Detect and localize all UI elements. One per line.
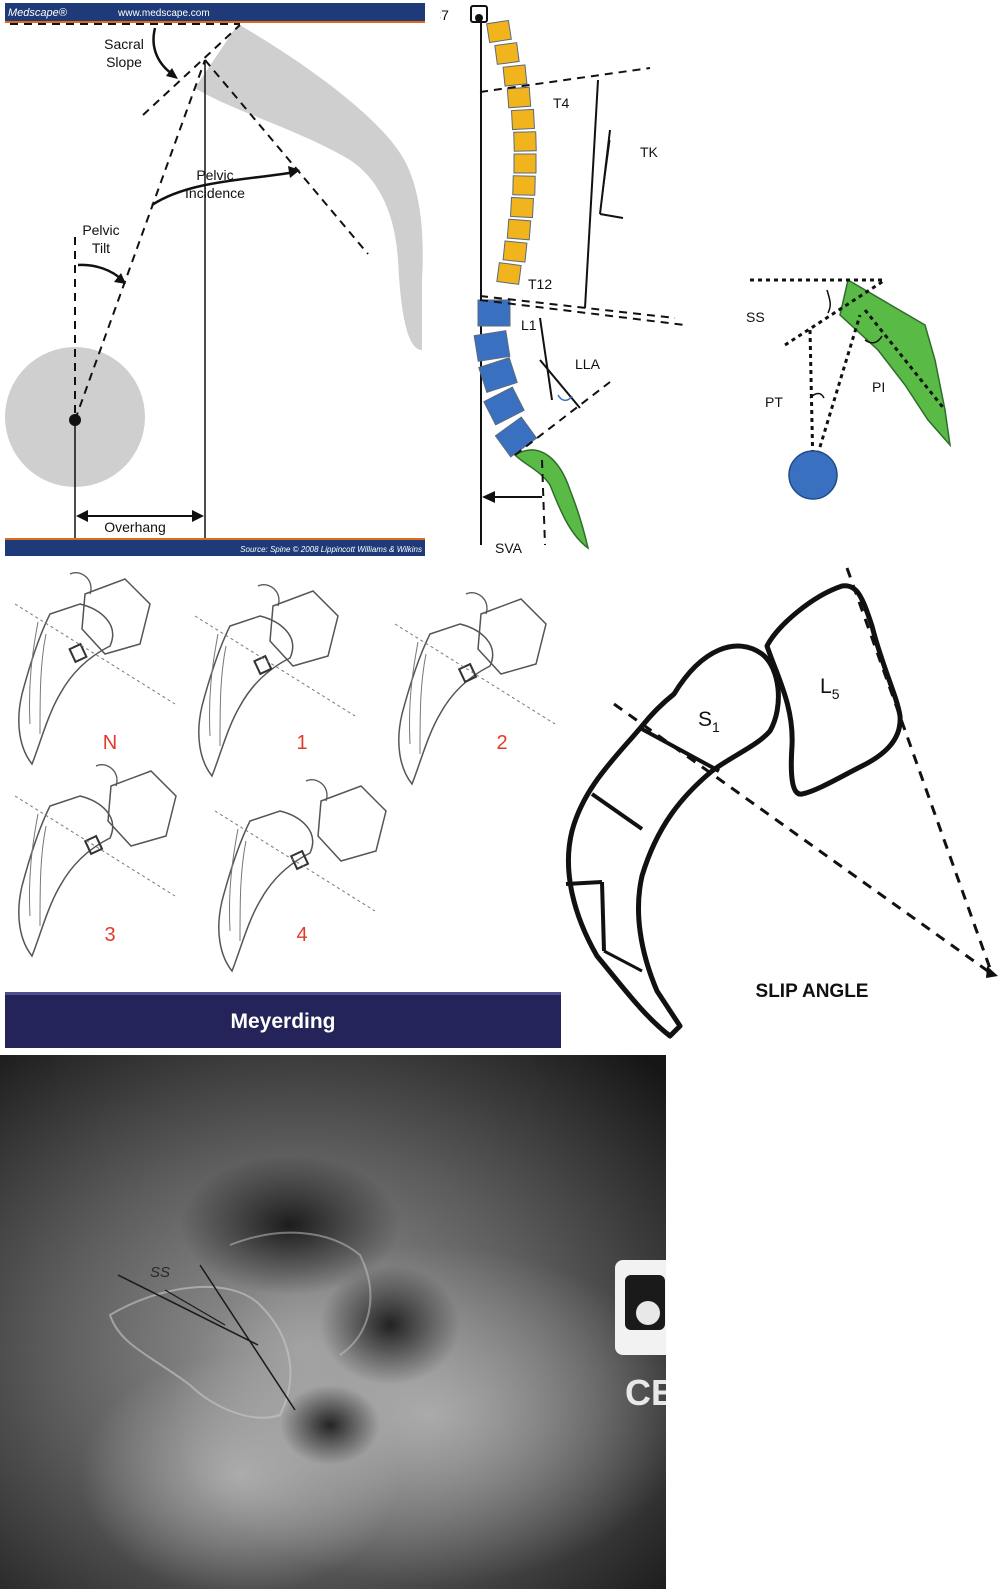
svg-text:T4: T4 (553, 95, 570, 111)
svg-text:SS: SS (746, 309, 765, 325)
vertebra-block (514, 154, 536, 173)
femoral-head (789, 451, 837, 499)
svg-text:TK: TK (640, 144, 659, 160)
spinal-alignment-diagram: C7 T4 TK T12 L1 LLA SVA SS PI PT (440, 0, 999, 566)
grade-label: 4 (296, 924, 307, 946)
lateral-xray-image: SS CE (0, 1055, 666, 1589)
sacrum-outline (568, 646, 778, 1036)
medscape-logo: Medscape® (8, 7, 68, 19)
meyerding-sketch (195, 585, 355, 776)
vertebra-block (478, 300, 510, 326)
svg-text:Tilt: Tilt (92, 240, 110, 256)
svg-text:PT: PT (765, 394, 783, 410)
meyerding-sketch (395, 593, 555, 784)
xray-ss-annotation: SS (150, 1264, 170, 1281)
svg-text:Pelvic: Pelvic (82, 222, 119, 238)
medscape-header-bar (5, 3, 425, 21)
svg-text:Slope: Slope (106, 54, 142, 70)
pelvic-parameters-diagram: Medscape® www.medscape.com Sacral Slope … (0, 0, 432, 566)
svg-text:C7: C7 (440, 7, 449, 23)
grade-label: N (103, 732, 117, 754)
meyerding-sketch (15, 573, 175, 764)
medscape-source: Source: Spine © 2008 Lippincott Williams… (240, 545, 422, 554)
vertebra-block (495, 43, 519, 65)
svg-text:PI: PI (872, 379, 885, 395)
vertebra-block (514, 132, 536, 152)
slip-angle-diagram: S1 L5 SLIP ANGLE (562, 566, 999, 1048)
vertebra-block (512, 109, 535, 129)
grade-label: 2 (496, 732, 507, 754)
meyerding-grades-diagram: N 1 2 3 4 (0, 566, 562, 1048)
grade-label: 3 (104, 924, 115, 946)
slip-angle-title: SLIP ANGLE (756, 981, 869, 1002)
svg-text:SVA: SVA (495, 540, 523, 556)
vertebra-block (487, 20, 512, 42)
svg-text:Incidence: Incidence (185, 185, 245, 201)
vertebra-block (507, 87, 530, 108)
grade-label: 1 (296, 732, 307, 754)
medscape-url: www.medscape.com (117, 8, 210, 19)
svg-text:Overhang: Overhang (104, 519, 165, 535)
vertebra-block (474, 331, 510, 362)
meyerding-title: Meyerding (5, 992, 561, 1048)
medscape-header-accent (5, 21, 425, 23)
meyerding-sketch (15, 765, 176, 956)
svg-text:Pelvic: Pelvic (196, 167, 233, 183)
vertebra-block (513, 176, 535, 196)
vertebra-block (503, 65, 527, 86)
svg-text:T12: T12 (528, 276, 552, 292)
vertebra-block (503, 241, 527, 262)
xray-overlay-text: CE (625, 1372, 666, 1413)
vertebra-block (511, 197, 534, 217)
svg-text:L1: L1 (521, 317, 537, 333)
svg-text:Sacral: Sacral (104, 36, 144, 52)
svg-text:LLA: LLA (575, 356, 601, 372)
sacrum-shape (515, 450, 588, 548)
vertebra-block (507, 219, 530, 240)
vertebra-block (497, 263, 521, 285)
